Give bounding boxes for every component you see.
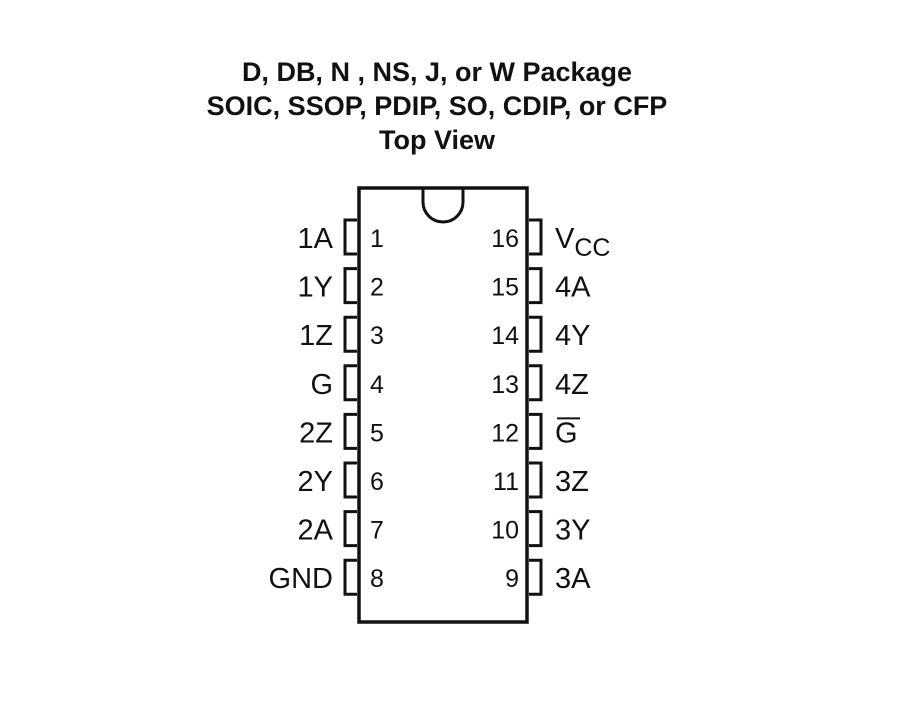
pin-name: G bbox=[555, 417, 578, 449]
pin-name: 1Z bbox=[299, 320, 333, 352]
pin-name: 3Z bbox=[555, 466, 589, 498]
pin-number: 1 bbox=[370, 225, 384, 253]
title-packages: D, DB, N , NS, J, or W Package bbox=[242, 57, 632, 87]
pin-number: 6 bbox=[370, 468, 384, 496]
pin-lead bbox=[529, 412, 543, 450]
pin-number: 4 bbox=[370, 371, 384, 399]
pin-lead bbox=[343, 364, 357, 402]
pin-name: 2Y bbox=[298, 466, 333, 498]
pin-name: GND bbox=[269, 563, 333, 595]
title-package-types: SOIC, SSOP, PDIP, SO, CDIP, or CFP bbox=[207, 91, 668, 121]
pin-name: VCC bbox=[555, 223, 610, 262]
pin-name: 4Y bbox=[555, 320, 590, 352]
pin-number: 14 bbox=[491, 322, 519, 350]
pin-lead bbox=[529, 558, 543, 596]
pin1-notch bbox=[421, 189, 465, 224]
pin-lead bbox=[343, 510, 357, 548]
pin-number: 11 bbox=[493, 468, 519, 496]
pin-name: 4Z bbox=[555, 369, 589, 401]
pin-lead bbox=[343, 558, 357, 596]
ic-body bbox=[357, 186, 529, 624]
pin-number: 12 bbox=[491, 419, 519, 447]
pin-number: 5 bbox=[370, 419, 384, 447]
pin-lead bbox=[529, 510, 543, 548]
pin-number: 2 bbox=[370, 274, 384, 302]
pin-lead bbox=[343, 461, 357, 499]
pin-lead bbox=[343, 315, 357, 353]
pin-name: 3A bbox=[555, 563, 591, 595]
pin-lead bbox=[529, 267, 543, 305]
pin-lead bbox=[529, 461, 543, 499]
pin-lead bbox=[343, 218, 357, 256]
pin-number: 16 bbox=[491, 225, 519, 253]
pin-number: 3 bbox=[370, 322, 384, 350]
pin-name: 4A bbox=[555, 272, 591, 304]
pin-name: G bbox=[310, 369, 333, 401]
pin-name: 1A bbox=[298, 223, 334, 255]
pin-number: 7 bbox=[370, 517, 384, 545]
pin-number: 15 bbox=[491, 274, 519, 302]
pin-number: 8 bbox=[370, 565, 384, 593]
pin-lead bbox=[529, 218, 543, 256]
pin-number: 13 bbox=[491, 371, 519, 399]
pin-name: 2Z bbox=[299, 417, 333, 449]
title-view: Top View bbox=[379, 125, 496, 155]
pin-lead bbox=[529, 315, 543, 353]
pin-lead bbox=[529, 364, 543, 402]
pin-lead bbox=[343, 412, 357, 450]
pin-lead bbox=[343, 267, 357, 305]
pin-number: 10 bbox=[491, 517, 519, 545]
pin-name: 3Y bbox=[555, 515, 590, 547]
pin-name: 1Y bbox=[298, 272, 333, 304]
pin-name: 2A bbox=[298, 515, 334, 547]
pin-number: 9 bbox=[505, 565, 519, 593]
